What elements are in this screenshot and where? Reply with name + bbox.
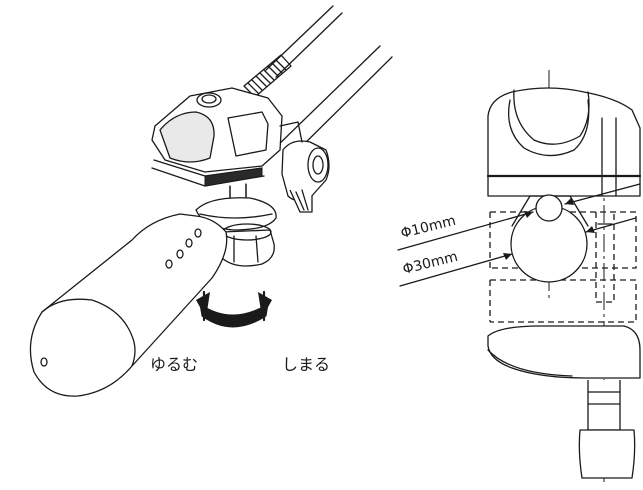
bottom-knob [221,223,275,267]
tube-circle-small [535,194,563,222]
handle [29,213,228,397]
dimension-lines [397,183,641,287]
side-knob [279,121,330,213]
dim-label-10mm: Φ10mm [399,213,457,242]
section-bottom-knob [578,380,636,479]
section-top-block [486,87,642,197]
clamp-perspective-view: ゆるむ しまる [29,5,393,397]
spring-coil [243,54,292,98]
dim-label-30mm: Φ30mm [401,249,459,278]
boom-tube [265,5,393,159]
section-lower-jaw [487,325,641,379]
rotation-arrow-icon [196,290,272,328]
loosen-label: ゆるむ [150,355,198,374]
clamp-upper-block [151,87,283,187]
clamp-section-view: Φ10mm Φ30mm [397,70,642,482]
tighten-label: しまる [282,355,330,374]
